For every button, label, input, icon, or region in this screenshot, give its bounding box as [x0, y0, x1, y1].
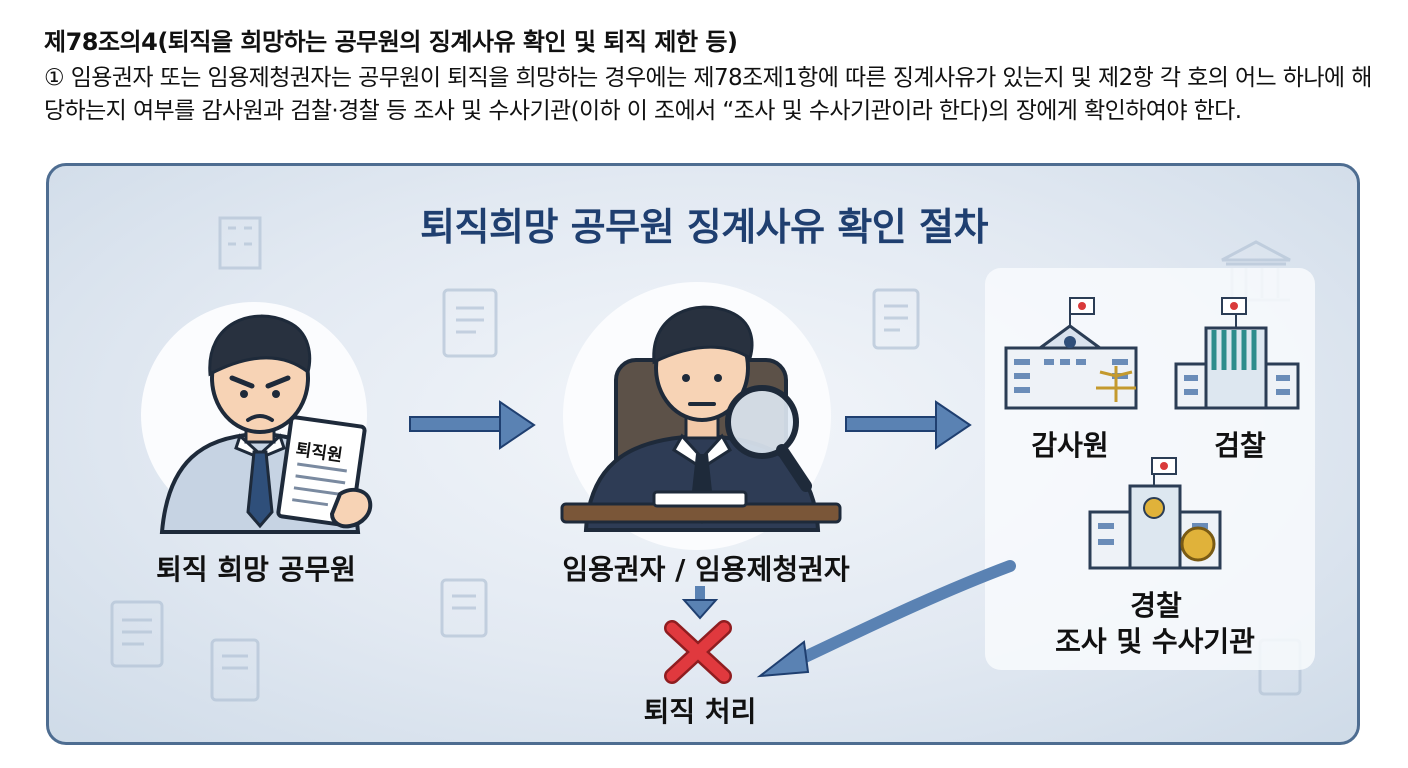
resignation-document-icon [276, 415, 373, 529]
prosecution-building-icon [1174, 297, 1300, 410]
agency-investigation-label: 조사 및 수사기관 [1055, 625, 1255, 658]
audit-board-building-icon [1004, 297, 1138, 410]
article-paragraph: ① 임용권자 또는 임용제청권자는 공무원이 퇴직을 희망하는 경우에는 제78… [44, 65, 1372, 124]
article-heading: 제78조의4(퇴직을 희망하는 공무원의 징계사유 확인 및 퇴직 제한 등) [44, 28, 738, 56]
agency-audit-label: 감사원 [1031, 429, 1109, 462]
agency-prosecution-label: 검찰 [1214, 429, 1266, 462]
result-label: 퇴직 처리 [643, 695, 757, 728]
arrow-authority-to-result [681, 586, 719, 620]
arrow-employee-to-authority [409, 400, 536, 450]
arrow-agencies-to-result [756, 560, 1016, 678]
agency-police-label: 경찰 [1130, 589, 1182, 622]
employee-label: 퇴직 희망 공무원 [156, 553, 356, 586]
diagram-title: 퇴직희망 공무원 징계사유 확인 절차 [420, 205, 988, 249]
arrow-authority-to-agencies [845, 400, 972, 450]
authority-label: 임용권자 / 임용제청권자 [562, 553, 850, 586]
reject-x-icon [664, 620, 732, 684]
police-building-icon [1088, 457, 1222, 570]
appointing-authority-icon [560, 305, 842, 532]
